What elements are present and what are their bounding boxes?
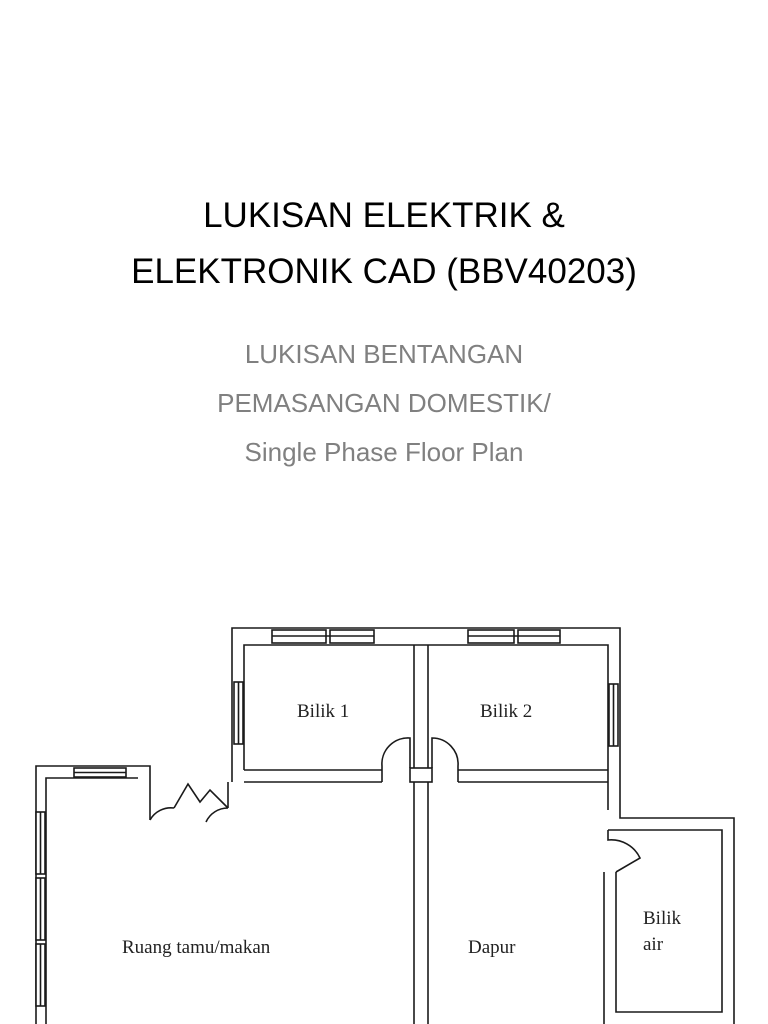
bathroom-door bbox=[607, 830, 642, 873]
partition-post bbox=[409, 767, 433, 783]
bilik-1-bottom-wall bbox=[244, 769, 382, 783]
bathroom-outer-wall bbox=[619, 810, 735, 1024]
floor-plan-drawing: Bilik 1 Bilik 2 Ruang tamu/makan Dapur B… bbox=[35, 627, 735, 1024]
room-label-bilik-1: Bilik 1 bbox=[297, 701, 349, 722]
slide-title-line-1: LUKISAN ELEKTRIK & bbox=[203, 196, 565, 235]
door-bilik-2 bbox=[431, 737, 459, 782]
window-bilik-1-top bbox=[271, 629, 375, 644]
bedroom-block-inner-wall bbox=[243, 644, 609, 810]
bilik-2-bottom-wall bbox=[458, 769, 608, 783]
window-living-room-left bbox=[35, 811, 46, 1007]
window-bilik-2-top bbox=[467, 629, 561, 644]
living-room-connector bbox=[205, 807, 229, 823]
slide-subtitle-line-3: Single Phase Floor Plan bbox=[244, 437, 524, 467]
slide-title: LUKISAN ELEKTRIK & ELEKTRONIK CAD (BBV40… bbox=[0, 188, 768, 300]
door-bilik-1 bbox=[381, 737, 411, 782]
room-label-bilik-air-line-2: air bbox=[643, 934, 664, 955]
window-living-room-top bbox=[73, 767, 127, 778]
bathroom-inner-wall bbox=[608, 829, 723, 1013]
window-bilik-1-side bbox=[233, 681, 244, 745]
slide-subtitle-line-1: LUKISAN BENTANGAN bbox=[244, 339, 524, 369]
slide-subtitle: LUKISAN BENTANGAN PEMASANGAN DOMESTIK/ S… bbox=[0, 330, 768, 477]
living-room-outer-wall bbox=[35, 765, 151, 1024]
room-label-bilik-2: Bilik 2 bbox=[480, 701, 532, 722]
main-door-swing bbox=[173, 782, 229, 809]
window-bilik-2-side bbox=[608, 683, 619, 747]
room-label-dapur: Dapur bbox=[468, 937, 516, 958]
slide-title-line-2: ELEKTRONIK CAD (BBV40203) bbox=[131, 252, 637, 291]
room-label-bilik-air-line-1: Bilik bbox=[643, 908, 682, 929]
bedroom-block-outer-wall bbox=[231, 627, 621, 810]
living-room-inner-wall bbox=[45, 777, 138, 1024]
slide-subtitle-line-2: PEMASANGAN DOMESTIK/ bbox=[217, 388, 551, 418]
living-room-top-wall bbox=[149, 782, 229, 821]
room-label-ruang-tamu: Ruang tamu/makan bbox=[122, 937, 271, 958]
